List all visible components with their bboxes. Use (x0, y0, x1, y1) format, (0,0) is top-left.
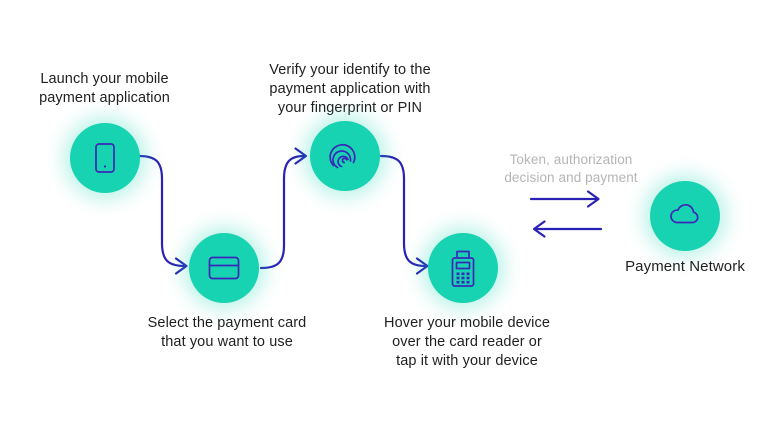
label-line: your fingerprint or PIN (277, 100, 423, 116)
step-launch-label: Launch your mobile payment application (12, 70, 197, 108)
credit-card-icon (208, 256, 240, 280)
step-tap-circle (428, 233, 498, 303)
label-line: over the card reader or (392, 334, 542, 350)
label-line: Token, authorization (509, 152, 633, 167)
smartphone-icon (95, 143, 115, 173)
cloud-icon (670, 204, 699, 224)
arrow-select-to-verify (259, 147, 308, 270)
step-launch-circle (70, 123, 140, 193)
fingerprint-icon (329, 143, 356, 169)
arrow-verify-to-tap (379, 154, 429, 275)
card-reader-icon (451, 250, 475, 287)
arrow-launch-to-select (137, 154, 188, 275)
step-verify-label: Verify your identify to the payment appl… (255, 61, 445, 118)
label-line: Select the payment card (147, 315, 307, 331)
arrow-reader-to-network (529, 190, 600, 208)
step-tap-label: Hover your mobile device over the card r… (372, 314, 562, 371)
arrow-network-to-reader (532, 220, 603, 238)
label-line: Verify your identify to the (269, 62, 431, 78)
keypad-dots (456, 272, 470, 284)
payment-network-label: Payment Network (625, 258, 745, 275)
label-line: decision and payment (504, 169, 638, 185)
step-select-card-label: Select the payment card that you want to… (132, 314, 322, 352)
label-line: that you want to use (161, 334, 293, 350)
payment-network-circle (650, 181, 720, 251)
label-line: payment application (39, 90, 170, 106)
label-line: tap it with your device (396, 353, 538, 369)
label-line: Launch your mobile (40, 71, 169, 87)
transfer-annotation: Token, authorization decision and paymen… (481, 151, 661, 186)
label-line: payment application with (269, 81, 431, 97)
label-line: Hover your mobile device (384, 315, 550, 331)
step-select-card-circle (189, 233, 259, 303)
step-verify-circle (310, 121, 380, 191)
